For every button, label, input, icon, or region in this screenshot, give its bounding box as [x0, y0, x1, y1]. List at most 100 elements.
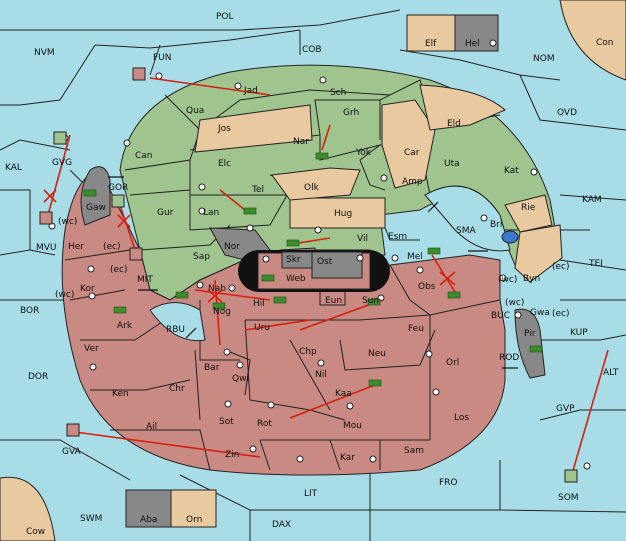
tan-jos[interactable] — [194, 104, 313, 153]
tank-unit[interactable] — [212, 302, 226, 310]
label-con: Con — [596, 38, 614, 48]
label-rot: Rot — [257, 419, 272, 429]
label-bor: BOR — [20, 306, 39, 316]
label-rie: Rie — [521, 203, 536, 213]
label-elc: Elc — [218, 159, 231, 169]
label-gvg: GVG — [52, 158, 72, 168]
label-vil: Vil — [357, 234, 368, 244]
region-labels: POL NVM FUN COB NOM Elf Hel Con Jad Sch … — [5, 12, 619, 537]
tan-rie[interactable] — [504, 194, 553, 233]
tank-unit[interactable] — [175, 291, 189, 299]
label-can: Can — [135, 151, 153, 161]
tank-unit[interactable] — [367, 298, 381, 306]
label-dax: DAX — [272, 520, 291, 530]
label-wc3: (wc) — [55, 290, 74, 300]
tank-unit[interactable] — [113, 306, 127, 314]
label-web: Web — [286, 274, 306, 284]
label-rbu: RBU — [166, 325, 185, 335]
sea-rbu[interactable] — [149, 302, 206, 342]
label-qwi: Qwi — [232, 374, 249, 384]
tank-unit[interactable] — [529, 345, 543, 353]
tank-unit[interactable] — [83, 189, 97, 197]
tan-car[interactable] — [381, 99, 436, 189]
label-chr: Chr — [169, 384, 185, 394]
label-gaw: Gaw — [86, 203, 106, 213]
label-her: Her — [68, 242, 84, 252]
label-nab: Nab — [208, 284, 226, 294]
label-orn: Orn — [186, 515, 202, 525]
label-byn: Byn — [523, 274, 540, 284]
label-mit: MIT — [137, 275, 153, 285]
label-ec4: (ec) — [552, 309, 570, 319]
label-nog: Nog — [213, 307, 231, 317]
label-buc: BUC — [491, 311, 510, 321]
tank-unit[interactable] — [447, 291, 461, 299]
tan-olk[interactable] — [271, 167, 361, 201]
box-elf[interactable] — [406, 14, 456, 52]
army-unit[interactable] — [132, 67, 146, 81]
tank-unit[interactable] — [368, 379, 382, 387]
grey-pir[interactable] — [514, 308, 546, 379]
label-skr: Skr — [286, 255, 301, 265]
tank-unit[interactable] — [427, 247, 441, 255]
sea-sma[interactable] — [424, 185, 511, 252]
label-cow: Cow — [26, 527, 45, 537]
army-unit[interactable] — [66, 423, 80, 437]
label-ail: Ail — [146, 422, 157, 432]
label-sam: Sam — [404, 446, 424, 456]
label-wc1: (wc) — [58, 217, 77, 227]
label-sch: Sch — [330, 88, 346, 98]
army-unit[interactable] — [129, 247, 143, 261]
label-ken: Ken — [112, 389, 129, 399]
units[interactable] — [39, 67, 578, 483]
label-sun: Sun — [362, 296, 379, 306]
label-gva: GVA — [62, 447, 82, 457]
fleet-unit[interactable] — [501, 230, 519, 244]
label-ec1: (ec) — [103, 242, 121, 252]
label-nor: Nor — [224, 242, 240, 252]
box-orn[interactable] — [170, 489, 217, 528]
tank-unit[interactable] — [261, 274, 275, 282]
tan-byn[interactable] — [514, 224, 563, 283]
tan-hug[interactable] — [289, 197, 386, 229]
tank-unit[interactable] — [243, 207, 257, 215]
label-ost: Ost — [317, 257, 333, 267]
label-gvp: GVP — [556, 404, 575, 414]
tank-unit[interactable] — [315, 152, 329, 160]
army-unit[interactable] — [564, 469, 578, 483]
label-nvm: NVM — [34, 48, 55, 58]
tan-eld[interactable] — [419, 84, 506, 131]
label-gwa: Gwa — [530, 308, 550, 318]
label-orl: Orl — [446, 358, 459, 368]
label-gur: Gur — [157, 208, 174, 218]
army-unit[interactable] — [39, 211, 53, 225]
tank-unit[interactable] — [286, 239, 300, 247]
label-kal: KAL — [5, 163, 22, 173]
army-unit[interactable] — [53, 131, 67, 145]
tank-unit[interactable] — [273, 296, 287, 304]
label-los: Los — [454, 413, 469, 423]
label-feu: Feu — [408, 324, 424, 334]
label-ovd: OVD — [557, 108, 577, 118]
label-cob: COB — [302, 45, 322, 55]
label-fro: FRO — [439, 478, 458, 488]
label-qua: Qua — [186, 106, 204, 116]
label-fun: FUN — [153, 53, 172, 63]
label-kar: Kar — [340, 453, 355, 463]
label-ark: Ark — [117, 321, 133, 331]
label-mou: Mou — [343, 421, 362, 431]
label-obs: Obs — [418, 282, 436, 292]
label-sot: Sot — [219, 417, 234, 427]
ost-box[interactable] — [311, 251, 363, 279]
label-neu: Neu — [368, 349, 386, 359]
label-ec2: (ec) — [110, 265, 128, 275]
label-sap: Sap — [193, 252, 210, 262]
label-jad: Jad — [243, 86, 258, 96]
label-uru: Uru — [254, 323, 270, 333]
label-car: Car — [404, 148, 420, 158]
army-unit[interactable] — [111, 194, 125, 208]
label-olk: Olk — [304, 183, 320, 193]
label-esm: Esm — [388, 232, 407, 242]
label-kup: KUP — [570, 328, 588, 338]
